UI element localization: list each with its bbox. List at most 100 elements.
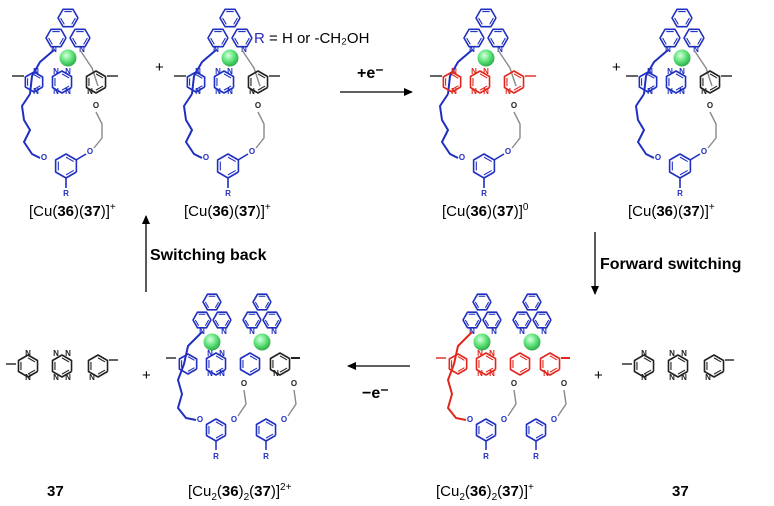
double-bond (221, 37, 226, 45)
double-bond (457, 356, 465, 361)
nitrogen-atom: N (681, 373, 687, 382)
macrocycle-chain (635, 93, 655, 159)
substituent-r: R (481, 189, 487, 198)
double-bond (33, 85, 41, 90)
phenanthroline-ring (463, 28, 485, 48)
phenanthroline-ring (671, 8, 693, 28)
pyridine-ring (239, 352, 261, 376)
tetrazine-ring (51, 354, 73, 378)
double-bond (204, 319, 210, 327)
reduction-arrow: +e⁻ (340, 65, 413, 96)
pyridine-ring (85, 70, 107, 94)
double-bond (33, 74, 41, 79)
nitrogen-atom: N (33, 87, 39, 96)
double-bond (519, 367, 528, 373)
nitrogen-atom: N (491, 327, 497, 336)
double-bond (244, 319, 250, 327)
tetrazine-ring (665, 70, 687, 94)
nitrogen-atom: N (497, 45, 503, 54)
macrocycle-chain (191, 49, 217, 95)
phenanthroline-ring (683, 28, 705, 48)
compound-label-cu2-36-2-37-2plus: [Cu2(36)2(37)]2+ (188, 482, 292, 503)
phenanthroline-ring (252, 293, 272, 311)
double-bond (61, 85, 70, 91)
double-bond (254, 301, 260, 309)
oxygen-atom: O (467, 415, 473, 424)
phenanthroline-ring (69, 28, 91, 48)
forward-switching-label: Forward switching (600, 256, 741, 273)
phenanthroline-ring (45, 28, 67, 48)
nitrogen-atom: N (667, 87, 673, 96)
nitrogen-atom: N (199, 327, 205, 336)
double-bond (245, 37, 250, 45)
oxygen-atom: O (93, 101, 99, 110)
double-bond (674, 17, 679, 25)
double-bond (187, 367, 195, 372)
double-bond (673, 37, 678, 45)
double-bond (214, 301, 220, 309)
nitrogen-atom: N (65, 67, 71, 76)
oxygen-atom: O (197, 415, 203, 424)
double-bond (215, 355, 224, 361)
nitrogen-atom: N (273, 369, 279, 378)
double-bond (194, 319, 200, 327)
double-bond (61, 73, 70, 79)
macrocycle-chain (177, 331, 203, 421)
tetrazine-ring (205, 352, 227, 376)
back-bond (507, 389, 517, 417)
nitrogen-atom: N (471, 87, 477, 96)
double-bond (204, 301, 210, 309)
nitrogen-atom: N (647, 87, 653, 96)
double-bond (535, 421, 544, 427)
double-bond (222, 17, 227, 25)
back-bond (93, 111, 103, 149)
pyridine-ring (269, 352, 291, 376)
nitrogen-atom: N (25, 349, 31, 358)
nitrogen-atom: N (53, 87, 59, 96)
phenanthroline-ring (482, 311, 502, 329)
compound-label-cu36-37-plus: [Cu(36)(37)]+ (29, 202, 116, 220)
macrocycle-chain (447, 49, 473, 95)
pyridine-ring (87, 354, 109, 378)
nitrogen-atom: N (271, 327, 277, 336)
double-bond (464, 319, 470, 327)
phenanthroline-ring (532, 311, 552, 329)
pyridine-ring (703, 354, 725, 378)
plus-sign: + (155, 59, 164, 76)
nitrogen-atom: N (215, 87, 221, 96)
double-bond (234, 37, 239, 45)
nitrogen-atom: N (641, 349, 647, 358)
nitrogen-atom: N (489, 369, 495, 378)
tetrazine-ring (475, 352, 497, 376)
double-bond (484, 301, 490, 309)
nitrogen-atom: N (51, 45, 57, 54)
double-bond (494, 319, 500, 327)
double-bond (675, 73, 684, 79)
ether-bond (75, 153, 87, 161)
nitrogen-atom: N (681, 349, 687, 358)
phenanthroline-ring (219, 8, 241, 28)
double-bond (679, 156, 688, 163)
plus-sign: + (594, 367, 603, 384)
nitrogen-atom: N (241, 45, 247, 54)
back-bond (79, 49, 99, 87)
double-bond (549, 355, 558, 361)
double-bond (48, 37, 53, 45)
nitrogen-atom: N (669, 373, 675, 382)
double-bond (97, 369, 106, 375)
double-bond (513, 73, 522, 79)
double-bond (485, 433, 494, 439)
double-bond (677, 357, 686, 363)
oxygen-atom: O (701, 147, 707, 156)
back-bond (255, 111, 265, 149)
back-bond (707, 111, 717, 149)
double-bond (713, 369, 722, 375)
double-bond (647, 74, 655, 79)
double-bond (264, 301, 270, 309)
phenanthroline-ring (231, 28, 253, 48)
